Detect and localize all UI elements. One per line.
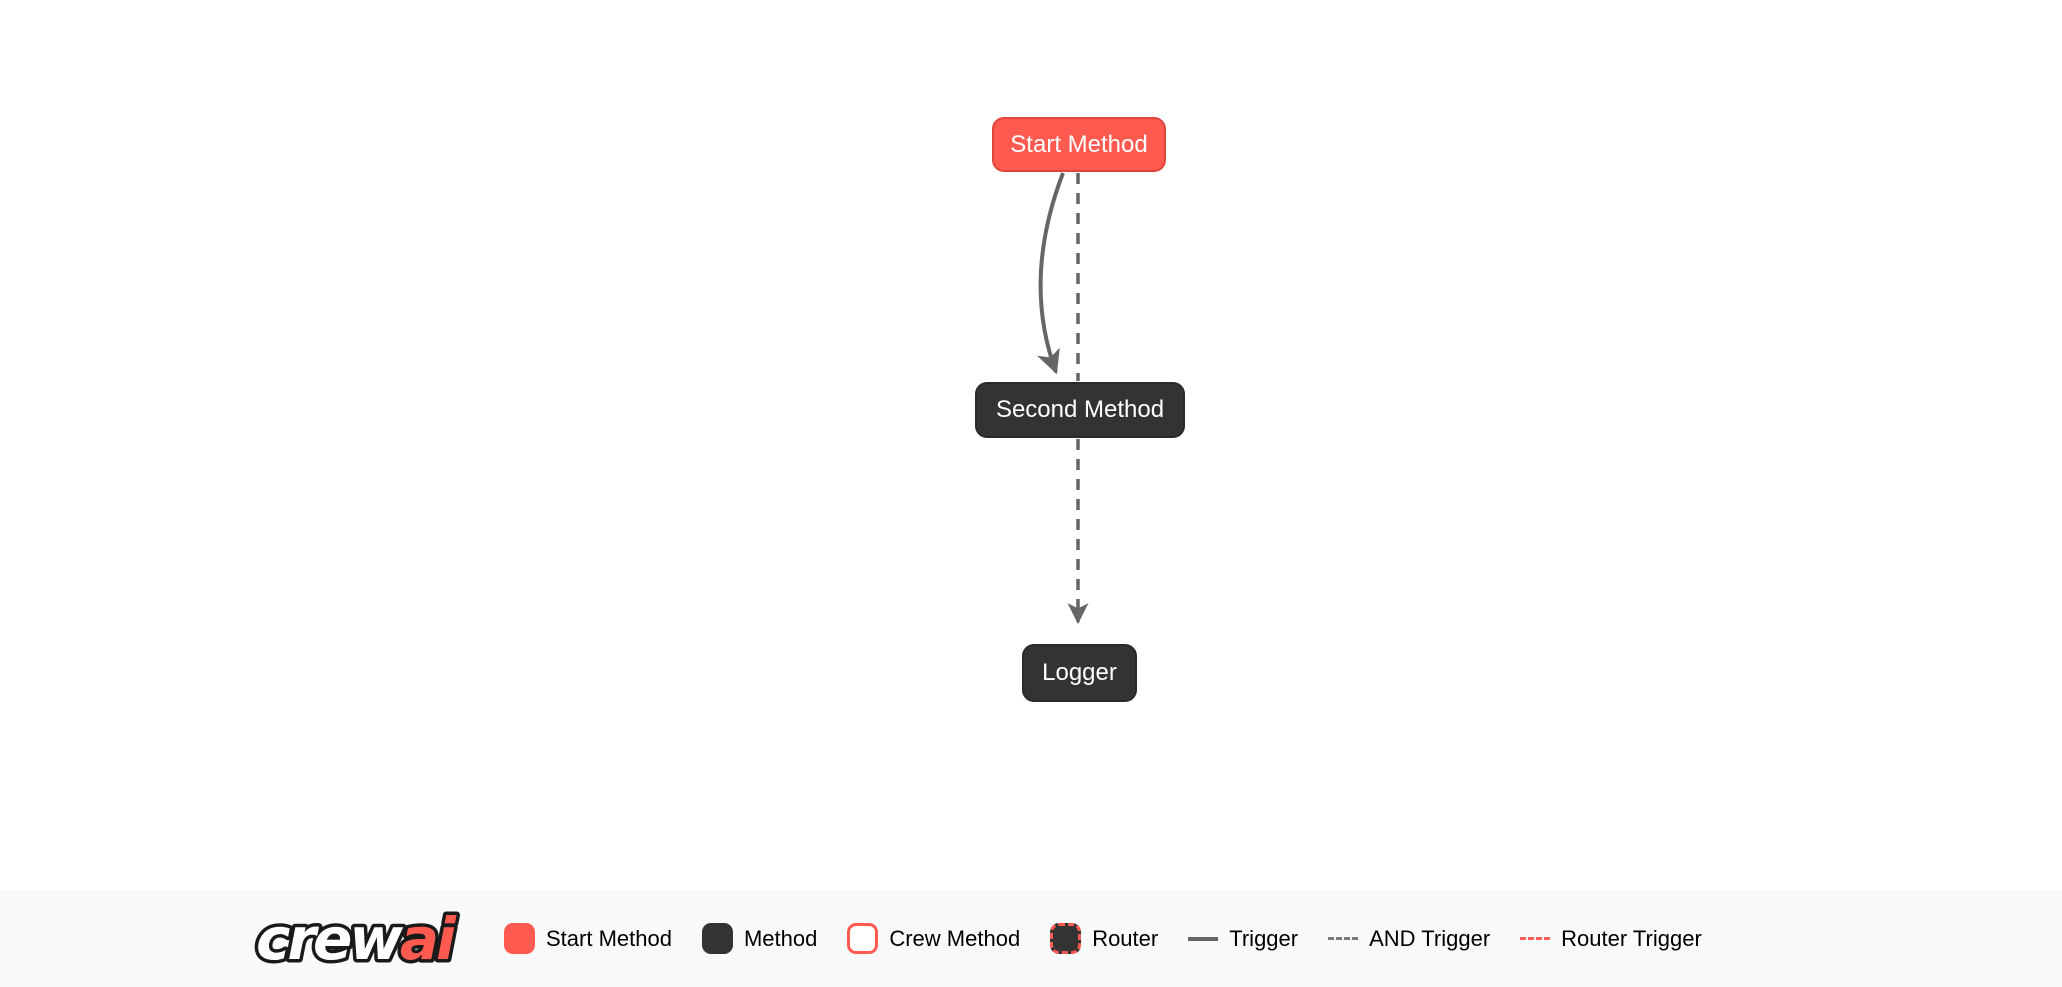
- node-logger[interactable]: Logger: [1022, 644, 1137, 702]
- svg-text:crewai: crewai: [256, 905, 457, 973]
- legend-label: Router Trigger: [1561, 925, 1702, 951]
- legend-footer: crewai Start Method Method Crew Method R…: [0, 890, 2062, 987]
- node-logger-label: Logger: [1042, 659, 1117, 686]
- legend-item-method: Method: [701, 923, 818, 954]
- and-trigger-line-icon: [1328, 937, 1359, 940]
- legend-label: AND Trigger: [1369, 925, 1491, 951]
- legend-label: Start Method: [546, 925, 672, 951]
- legend-item-and-trigger: AND Trigger: [1328, 926, 1490, 952]
- crewai-logo: crewai: [253, 901, 464, 976]
- legend-list: Start Method Method Crew Method Router T…: [504, 923, 1702, 954]
- legend-item-router: Router: [1050, 923, 1158, 954]
- legend-label: Router: [1092, 925, 1159, 951]
- legend-item-crew-method: Crew Method: [847, 923, 1020, 954]
- legend-label: Trigger: [1229, 925, 1299, 951]
- node-start-method[interactable]: Start Method: [992, 117, 1166, 172]
- legend-item-start-method: Start Method: [504, 923, 672, 954]
- legend-item-trigger: Trigger: [1188, 926, 1298, 952]
- router-trigger-line-icon: [1520, 937, 1551, 940]
- legend-item-router-trigger: Router Trigger: [1520, 926, 1702, 952]
- edge-trigger-start-to-second: [1037, 172, 1065, 375]
- crew-method-swatch-icon: [847, 923, 879, 954]
- trigger-line-icon: [1188, 936, 1219, 941]
- start-method-swatch-icon: [504, 923, 535, 954]
- router-swatch-icon: [1050, 923, 1082, 954]
- legend-label: Crew Method: [889, 925, 1021, 951]
- node-second-method-label: Second Method: [995, 396, 1165, 423]
- crewai-logo-ai: ai: [400, 905, 457, 973]
- legend-label: Method: [743, 925, 818, 951]
- node-second-method[interactable]: Second Method: [975, 382, 1185, 438]
- crewai-logo-crew: crew: [256, 905, 403, 973]
- method-swatch-icon: [701, 923, 733, 954]
- node-start-method-label: Start Method: [1010, 130, 1148, 158]
